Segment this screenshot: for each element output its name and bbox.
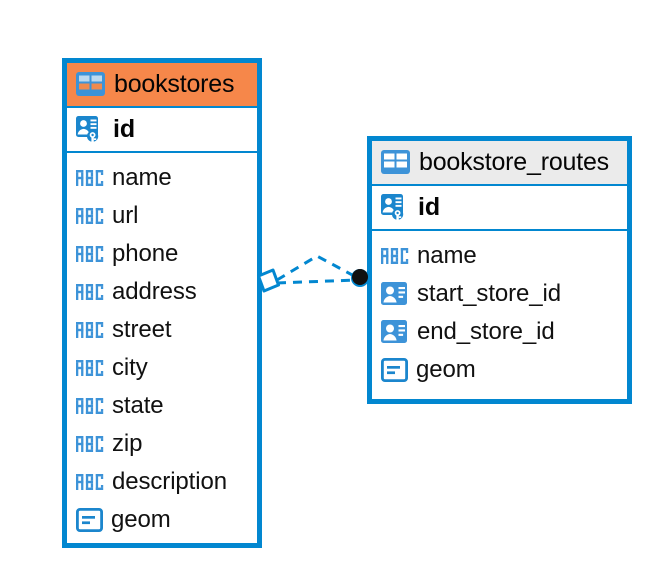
field-label: geom	[111, 506, 171, 533]
foreign-key-icon	[381, 282, 407, 305]
field-row-id[interactable]: id	[372, 184, 627, 231]
table-icon	[76, 72, 105, 96]
text-type-icon	[76, 170, 104, 186]
field-row-end-store-id[interactable]: end_store_id	[372, 313, 627, 351]
field-row-geom[interactable]: geom	[67, 501, 257, 539]
primary-key-icon	[76, 116, 99, 143]
field-list-bookstores: name	[67, 153, 257, 543]
field-row-street[interactable]: street	[67, 311, 257, 349]
entity-header-bookstore-routes[interactable]: bookstore_routes	[372, 141, 627, 184]
field-label: geom	[416, 356, 476, 383]
text-type-icon	[76, 322, 104, 338]
field-label: zip	[112, 430, 143, 457]
field-row-id[interactable]: id	[67, 106, 257, 153]
entity-title: bookstore_routes	[419, 147, 609, 176]
relationship-source-marker	[257, 268, 280, 293]
entity-bookstores[interactable]: bookstores id	[62, 58, 262, 548]
field-label: city	[112, 354, 148, 381]
relationship-target-marker	[352, 269, 368, 285]
field-row-city[interactable]: city	[67, 349, 257, 387]
field-row-name[interactable]: name	[67, 159, 257, 197]
field-label: name	[112, 164, 172, 191]
field-row-start-store-id[interactable]: start_store_id	[372, 275, 627, 313]
text-type-icon	[76, 360, 104, 376]
text-type-icon	[76, 474, 104, 490]
geometry-type-icon	[76, 508, 103, 532]
field-row-geom[interactable]: geom	[372, 351, 627, 389]
field-label: description	[112, 468, 227, 495]
text-type-icon	[76, 246, 104, 262]
field-label: start_store_id	[417, 280, 562, 307]
entity-bookstore-routes[interactable]: bookstore_routes id	[367, 136, 632, 404]
field-row-address[interactable]: address	[67, 273, 257, 311]
field-label: id	[418, 193, 441, 221]
foreign-key-icon	[381, 320, 407, 343]
table-icon	[381, 150, 410, 174]
field-label: url	[112, 202, 139, 229]
field-label: name	[417, 242, 477, 269]
text-type-icon	[76, 284, 104, 300]
field-label: end_store_id	[417, 318, 555, 345]
field-list-bookstore-routes: name start_store_id	[372, 231, 627, 393]
field-row-phone[interactable]: phone	[67, 235, 257, 273]
field-row-name[interactable]: name	[372, 237, 627, 275]
entity-title: bookstores	[114, 69, 235, 98]
field-row-url[interactable]: url	[67, 197, 257, 235]
field-row-description[interactable]: description	[67, 463, 257, 501]
field-label: address	[112, 278, 197, 305]
entity-header-bookstores[interactable]: bookstores	[67, 63, 257, 106]
relationship-connector[interactable]	[255, 240, 380, 315]
field-row-zip[interactable]: zip	[67, 425, 257, 463]
field-row-state[interactable]: state	[67, 387, 257, 425]
field-label: state	[112, 392, 164, 419]
text-type-icon	[76, 398, 104, 414]
relationship-line-lower	[276, 278, 357, 285]
primary-key-icon	[381, 194, 404, 221]
geometry-type-icon	[381, 358, 408, 382]
text-type-icon	[76, 208, 104, 224]
text-type-icon	[381, 248, 409, 264]
field-label: phone	[112, 240, 179, 267]
text-type-icon	[76, 436, 104, 452]
field-label: street	[112, 316, 172, 343]
relationship-line-upper	[276, 254, 357, 282]
field-label: id	[113, 115, 136, 143]
